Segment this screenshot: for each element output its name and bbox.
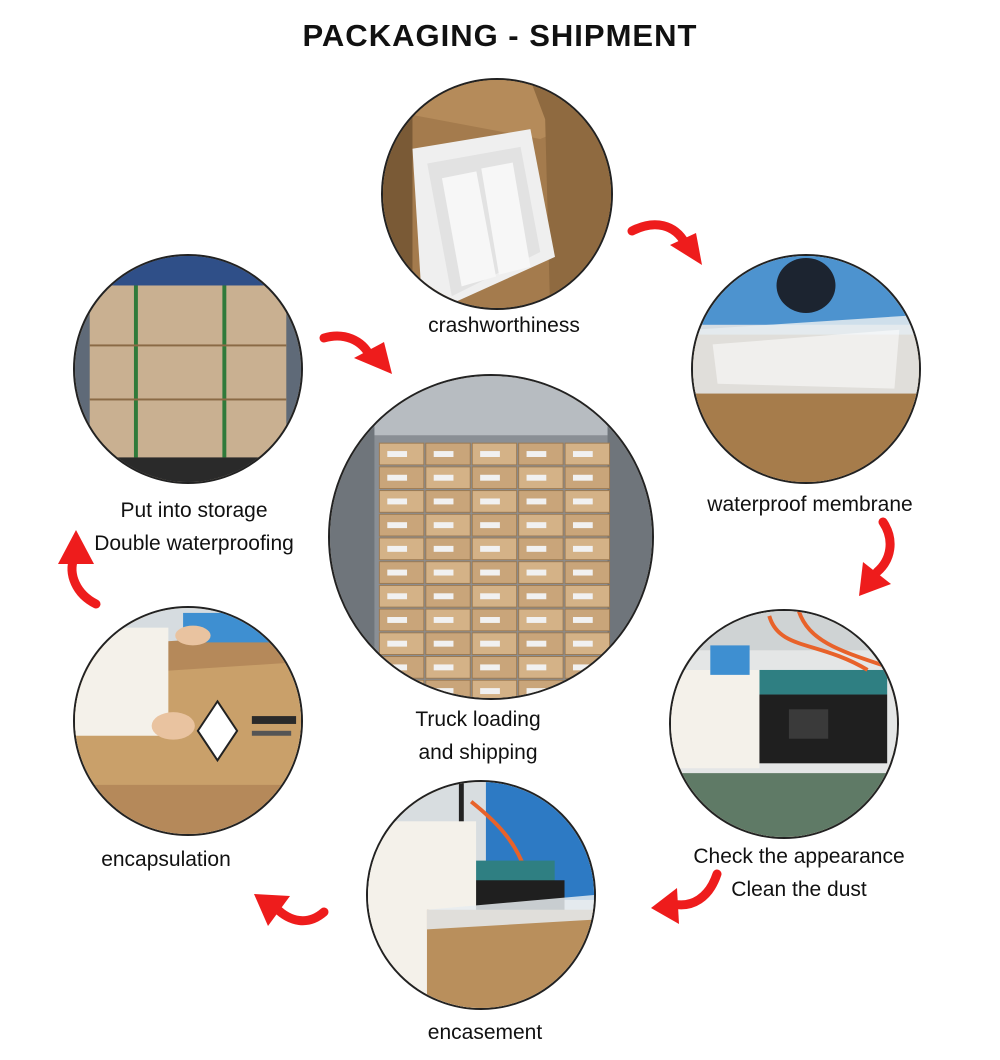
carton-label — [387, 522, 408, 529]
carton-label — [526, 474, 547, 481]
carton-label — [387, 545, 408, 552]
carton-label — [387, 617, 408, 623]
carton-label — [480, 498, 500, 505]
carton-box — [564, 679, 611, 698]
carton-label — [433, 664, 454, 671]
carton-label — [480, 688, 500, 695]
carton-label — [572, 522, 593, 529]
carton-label — [526, 451, 547, 457]
label-line: Put into storage — [120, 499, 268, 522]
photo-waterproof-membrane — [691, 254, 921, 484]
carton-label — [572, 498, 593, 505]
carton-box — [378, 679, 425, 698]
carton-label — [572, 474, 593, 481]
carton-label — [480, 474, 500, 481]
label-line: waterproof membrane — [707, 493, 913, 516]
carton-label — [526, 617, 547, 623]
curved-arrow-icon — [627, 215, 705, 270]
carton-label — [387, 498, 408, 505]
label-waterproof-membrane: waterproof membrane — [685, 488, 935, 521]
carton-label — [480, 451, 500, 457]
carton-label — [480, 617, 500, 623]
page-title: PACKAGING - SHIPMENT — [302, 18, 698, 53]
label-crashworthiness: crashworthiness — [404, 309, 604, 342]
label-line: Clean the dust — [731, 878, 867, 901]
carton-label — [480, 593, 500, 600]
carton-label — [480, 522, 500, 529]
carton-label — [387, 474, 408, 481]
label-storage: Put into storage Double waterproofing — [74, 494, 314, 560]
carton-label — [433, 522, 454, 529]
carton-label — [480, 664, 500, 671]
carton-label — [572, 617, 593, 623]
carton-label — [526, 522, 547, 529]
carton-label — [526, 545, 547, 552]
carton-label — [433, 545, 454, 552]
label-line: Truck loading — [415, 708, 541, 731]
photo-truck-loading — [328, 374, 654, 700]
curved-arrow-icon — [250, 880, 329, 930]
label-line: Check the appearance — [693, 845, 905, 868]
carton-label — [572, 569, 593, 576]
carton-label — [387, 688, 408, 695]
carton-label — [526, 664, 547, 671]
label-encapsulation: encapsulation — [66, 843, 266, 876]
carton-label — [572, 688, 593, 695]
photo-encapsulation — [73, 606, 303, 836]
label-line: Double waterproofing — [94, 532, 294, 555]
carton-label — [572, 593, 593, 600]
label-truck-loading: Truck loading and shipping — [378, 703, 578, 769]
carton-label — [572, 664, 593, 671]
photo-check-appearance — [669, 609, 899, 839]
label-line: encapsulation — [101, 848, 231, 871]
carton-label — [433, 688, 454, 695]
photo-encasement — [366, 780, 596, 1010]
carton-label — [572, 545, 593, 552]
carton-label — [433, 451, 454, 457]
carton-label — [572, 640, 593, 647]
label-line: and shipping — [418, 741, 538, 764]
carton-label — [433, 498, 454, 505]
photo-storage — [73, 254, 303, 484]
carton-label — [526, 593, 547, 600]
label-line: encasement — [427, 1021, 543, 1044]
carton-label — [480, 545, 500, 552]
curved-arrow-icon — [52, 528, 102, 609]
carton-label — [387, 569, 408, 576]
carton-box — [564, 656, 611, 679]
carton-label — [526, 569, 547, 576]
label-check-appearance: Check the appearance Clean the dust — [669, 840, 929, 906]
carton-label — [433, 593, 454, 600]
carton-label — [526, 498, 547, 505]
carton-label — [480, 569, 500, 576]
carton-label — [572, 451, 593, 457]
curved-arrow-icon — [647, 868, 722, 928]
carton-label — [433, 569, 454, 576]
curved-arrow-icon — [855, 517, 900, 600]
carton-label — [433, 617, 454, 623]
carton-label — [526, 640, 547, 647]
label-encasement: encasement — [385, 1016, 585, 1049]
curved-arrow-icon — [319, 330, 397, 380]
carton-label — [387, 451, 408, 457]
carton-label — [480, 640, 500, 647]
carton-label — [387, 640, 408, 647]
carton-label — [433, 474, 454, 481]
carton-label — [387, 664, 408, 671]
photo-crashworthiness — [381, 78, 613, 310]
carton-label — [526, 688, 547, 695]
carton-label — [387, 593, 408, 600]
carton-label — [433, 640, 454, 647]
label-line: crashworthiness — [428, 314, 580, 337]
